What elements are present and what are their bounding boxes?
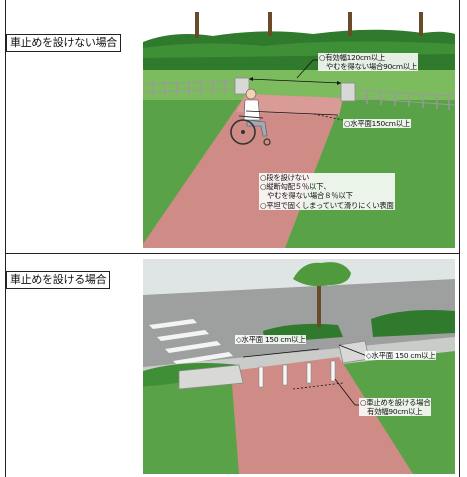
tree-trunk [268,12,272,36]
callout-line: 有効幅90cm以上 [367,407,423,417]
callout-line: ◇水平面 150 cm以上 [236,335,306,344]
callout-line: ○有効幅120cm以上 [319,53,386,62]
callout-surface-requirements: ○段を設けない ○縦断勾配５％以下、 やむを得ない場合８％以下 ○平坦で固くしま… [259,173,395,210]
callout-level-landing-left: ◇水平面 150 cm以上 [235,335,307,345]
wheelchair-user [230,88,271,146]
callout-line: ○平坦で固くしまっていて滑りにくい表面 [260,200,394,210]
tree-trunk [317,279,321,327]
section-heading-with-bollard: 車止めを設ける場合 [6,271,111,289]
tree-trunk [419,12,423,36]
illustration-no-bollard: ○有効幅120cm以上 やむを得ない場合90cm以上 ○水平面150cm以上 ○… [143,8,455,248]
illustration-with-bollard: ◇水平面 150 cm以上 ◇水平面 150 cm以上 ○車止めを設ける場合 有… [143,259,455,474]
callout-line: やむを得ない場合８％以下 [267,191,353,201]
scene-with-bollard [143,259,455,474]
dimension-lines [242,344,368,406]
callout-effective-width: ○有効幅120cm以上 やむを得ない場合90cm以上 [318,53,419,72]
retaining-wall-left [178,364,244,390]
callout-line: ◇水平面 150 cm以上 [366,351,436,360]
tree-trunk [195,12,199,38]
callout-line: ○水平面150cm以上 [344,119,411,128]
callout-line: ○縦断勾配５％以下、 [260,182,331,192]
gate-post-right [340,82,356,102]
bollards [258,360,336,388]
section-heading-no-bollard: 車止めを設けない場合 [6,34,121,52]
left-border [5,0,6,477]
gate-post-left [234,77,250,95]
callout-bollard-width: ○車止めを設ける場合 有効幅90cm以上 [359,398,432,417]
callout-line: ○段を設けない [260,173,310,182]
tree-canopy [293,262,351,287]
scene-no-bollard [143,8,455,248]
walkway [231,357,413,474]
section-divider [5,253,460,254]
right-border [459,0,460,477]
callout-line: ○車止めを設ける場合 [360,398,431,407]
tree-trunk [348,12,352,36]
callout-line: やむを得ない場合90cm以上 [326,62,418,72]
hedge [371,310,455,337]
crosswalk [149,319,233,365]
callout-level-landing: ○水平面150cm以上 [343,119,412,129]
callout-level-landing-right: ◇水平面 150 cm以上 [365,351,437,361]
